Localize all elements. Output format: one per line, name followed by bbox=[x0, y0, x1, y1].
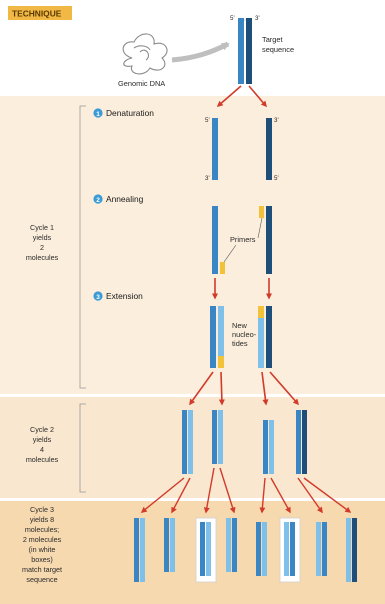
cycle3-line3: molecules; bbox=[25, 525, 59, 534]
cycle1-line2: yields bbox=[33, 233, 52, 242]
cycle1-line4: molecules bbox=[26, 253, 59, 262]
target-three-prime-right: 3' bbox=[255, 15, 260, 22]
new-nucleotides-line2: nucleo- bbox=[232, 330, 257, 339]
denat-three-right: 3' bbox=[274, 117, 279, 124]
target-dna bbox=[238, 18, 252, 84]
step3-number: 3 bbox=[96, 294, 100, 301]
step1-label: Denaturation bbox=[106, 108, 154, 118]
denat-five-left: 5' bbox=[205, 117, 210, 124]
cycle3-line6: boxes) bbox=[31, 555, 53, 564]
cycle3-panel bbox=[0, 501, 385, 604]
denat-five-right: 5' bbox=[274, 175, 279, 182]
denat-three-left: 3' bbox=[205, 175, 210, 182]
header-title: TECHNIQUE bbox=[12, 9, 62, 19]
step3-label: Extension bbox=[106, 291, 143, 301]
genomic-dna-icon bbox=[123, 34, 167, 74]
cycle2-line2: yields bbox=[33, 435, 52, 444]
new-nucleotides-line3: tides bbox=[232, 339, 248, 348]
new-nucleotides-line1: New bbox=[232, 321, 247, 330]
target-label-line2: sequence bbox=[262, 45, 294, 54]
c1-arrow-2 bbox=[221, 372, 222, 404]
cycle3-line2: yields 8 bbox=[30, 515, 54, 524]
genomic-dna-label: Genomic DNA bbox=[118, 79, 165, 88]
primers-label: Primers bbox=[230, 235, 256, 244]
cycle3-line8: sequence bbox=[26, 575, 57, 584]
cycle1-line1: Cycle 1 bbox=[30, 223, 54, 232]
target-label-line1: Target bbox=[262, 35, 283, 44]
cycle2-line4: molecules bbox=[26, 455, 59, 464]
cycle3-line4: 2 molecules bbox=[23, 535, 62, 544]
step2-number: 2 bbox=[96, 197, 100, 204]
cycle2-line1: Cycle 2 bbox=[30, 425, 54, 434]
step1-number: 1 bbox=[96, 111, 100, 118]
cycle3-line5: (in white bbox=[29, 545, 56, 554]
cycle1-line3: 2 bbox=[40, 243, 44, 252]
target-five-prime-left: 5' bbox=[230, 15, 235, 22]
cycle1-panel bbox=[0, 96, 385, 394]
cycle2-line3: 4 bbox=[40, 445, 44, 454]
zoom-arrow-icon bbox=[172, 44, 228, 60]
cycle3-line7: match target bbox=[22, 565, 62, 574]
step2-label: Annealing bbox=[106, 194, 144, 204]
cycle3-line1: Cycle 3 bbox=[30, 505, 54, 514]
